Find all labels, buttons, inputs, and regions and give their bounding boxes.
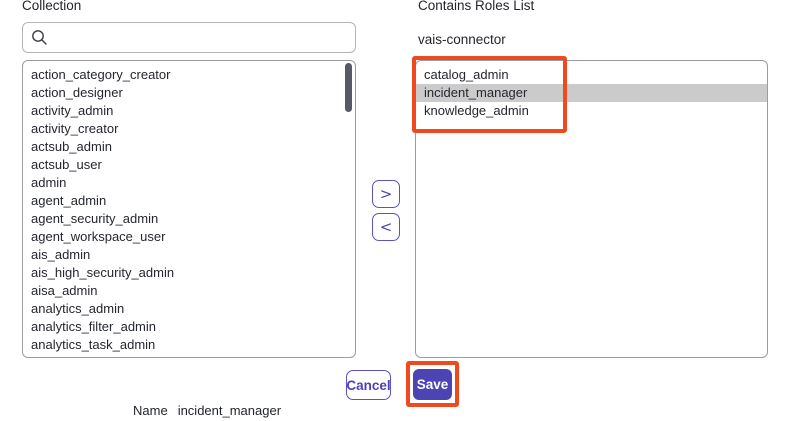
- collection-list-item[interactable]: actsub_user: [31, 157, 102, 172]
- name-row: Name incident_manager: [133, 403, 281, 418]
- collection-list-item[interactable]: agent_admin: [31, 193, 107, 208]
- name-label: Name: [133, 403, 168, 418]
- collection-list-item[interactable]: actsub_admin: [31, 139, 112, 154]
- name-value: incident_manager: [177, 403, 282, 418]
- collection-list-item[interactable]: agent_workspace_user: [31, 229, 166, 244]
- collection-list-item[interactable]: agent_security_admin: [31, 211, 159, 226]
- move-right-button[interactable]: >: [372, 180, 400, 208]
- contains-roles-label: Contains Roles List: [418, 0, 535, 13]
- collection-label: Collection: [22, 0, 82, 13]
- collection-list-item[interactable]: ais_high_security_admin: [31, 265, 175, 280]
- collection-search[interactable]: [22, 22, 356, 53]
- collection-list-item[interactable]: aisa_admin: [31, 283, 98, 298]
- roles-list-item[interactable]: catalog_admin: [424, 67, 509, 82]
- scrollbar-thumb[interactable]: [345, 63, 352, 112]
- group-name-text: vais-connector: [418, 32, 506, 47]
- roles-list-item[interactable]: knowledge_admin: [424, 103, 529, 118]
- collection-list-item[interactable]: admin: [31, 175, 67, 190]
- collection-list-item[interactable]: activity_creator: [31, 121, 119, 136]
- collection-list-item[interactable]: analytics_admin: [31, 301, 125, 316]
- collection-list-item[interactable]: action_category_creator: [31, 67, 171, 82]
- collection-list-item[interactable]: analytics_filter_admin: [31, 319, 157, 334]
- collection-list-item[interactable]: ais_admin: [31, 247, 91, 262]
- roles-list-item[interactable]: incident_manager: [416, 84, 767, 102]
- collection-list-item[interactable]: activity_admin: [31, 103, 114, 118]
- collection-list-item[interactable]: action_designer: [31, 85, 123, 100]
- save-button[interactable]: Save: [413, 369, 452, 400]
- search-input[interactable]: [54, 23, 347, 52]
- collection-list-item[interactable]: analytics_viewer: [23, 354, 355, 357]
- collection-list-item[interactable]: analytics_task_admin: [31, 337, 156, 352]
- search-icon: [32, 30, 47, 45]
- cancel-button[interactable]: Cancel: [346, 370, 391, 400]
- move-left-button[interactable]: <: [372, 213, 400, 241]
